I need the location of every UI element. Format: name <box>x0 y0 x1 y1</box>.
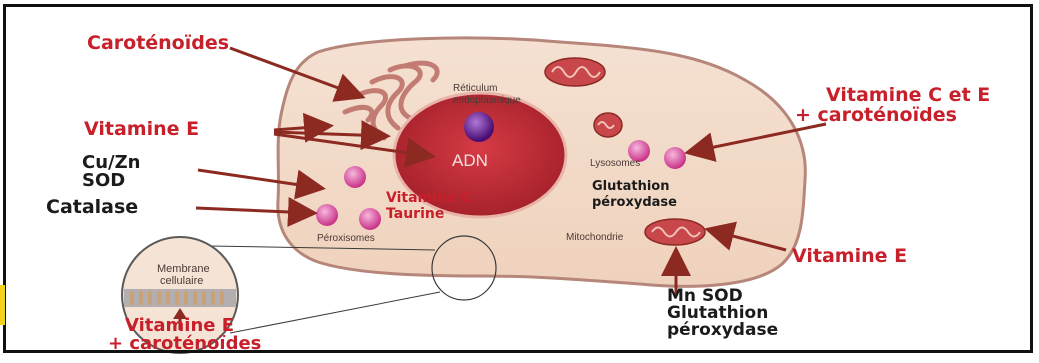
image-frame <box>3 4 1033 353</box>
edge-mark <box>0 285 5 325</box>
